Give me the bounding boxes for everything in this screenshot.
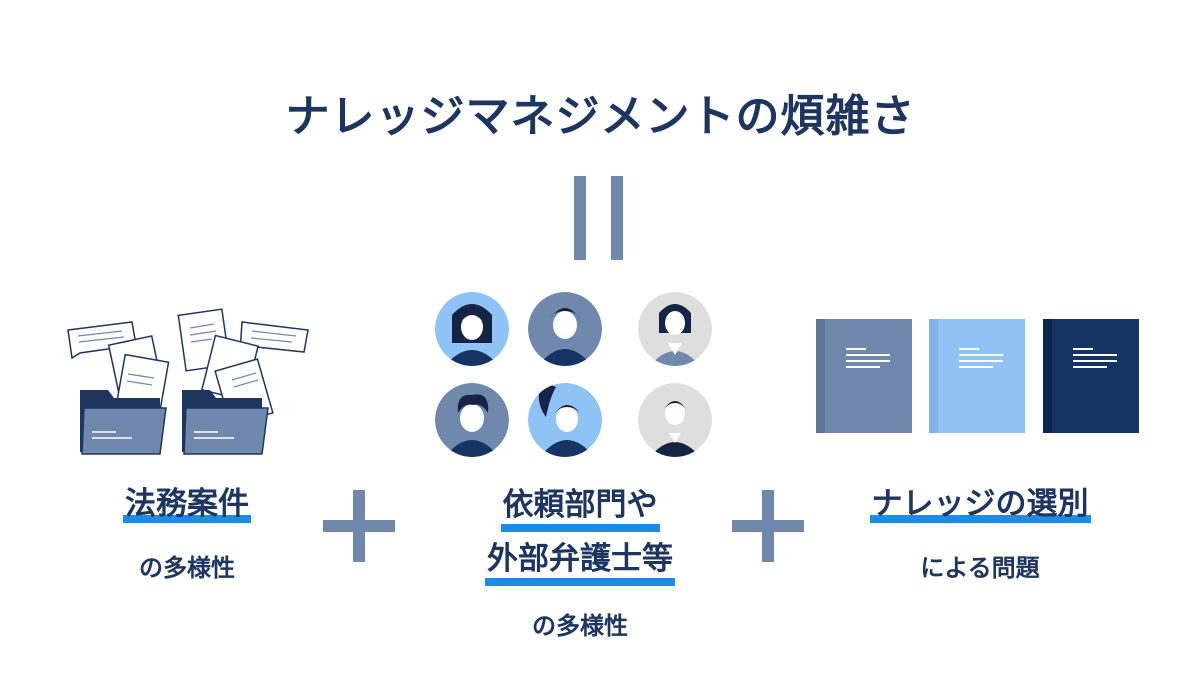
avatar	[435, 292, 509, 366]
heading-line: 依頼部門や	[500, 478, 660, 532]
section-people-subtext: の多様性	[532, 612, 628, 640]
avatar	[528, 383, 602, 457]
equals-icon	[574, 176, 623, 260]
legal-folders-icon	[67, 308, 309, 455]
books-icon	[816, 319, 1139, 433]
heading-line: ナレッジの選別	[869, 478, 1091, 523]
plus-icon	[323, 490, 395, 562]
heading-line: 外部弁護士等	[485, 532, 675, 586]
diagram-title: ナレッジマネジメントの煩雑さ	[285, 91, 916, 142]
section-legal-heading: 法務案件	[62, 478, 312, 523]
section-people-heading: 依頼部門や 外部弁護士等	[400, 478, 760, 586]
section-knowledge-subtext: による問題	[920, 554, 1040, 582]
avatar	[528, 292, 602, 366]
avatar	[638, 383, 712, 457]
avatar	[638, 292, 712, 366]
section-knowledge-heading: ナレッジの選別	[815, 478, 1145, 523]
avatar	[435, 383, 509, 457]
section-legal-subtext: の多様性	[139, 554, 235, 582]
plus-icon	[732, 490, 804, 562]
heading-line: 法務案件	[123, 478, 251, 523]
people-avatars-icon	[435, 292, 712, 457]
